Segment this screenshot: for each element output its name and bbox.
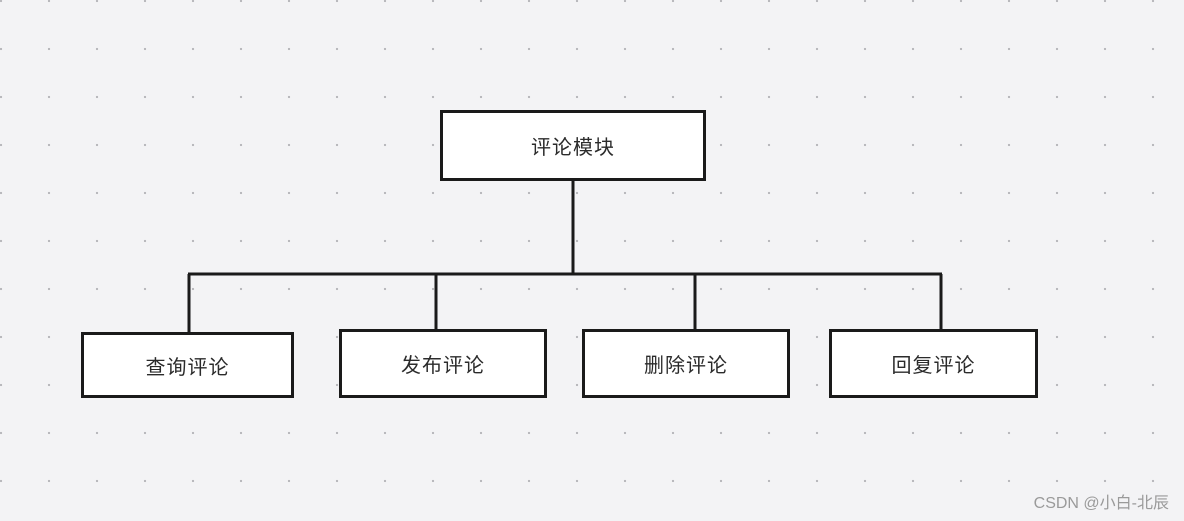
node-label: 评论模块 [531, 135, 615, 159]
node-publish-comment[interactable]: 发布评论 [339, 329, 547, 398]
node-comment-module[interactable]: 评论模块 [440, 110, 706, 181]
node-label: 删除评论 [644, 353, 728, 377]
watermark: CSDN @小白-北辰 [1033, 495, 1169, 512]
node-query-comments[interactable]: 查询评论 [81, 332, 294, 398]
node-label: 发布评论 [401, 353, 485, 377]
node-label: 回复评论 [891, 353, 976, 377]
node-label: 查询评论 [145, 354, 230, 379]
node-delete-comment[interactable]: 删除评论 [582, 329, 790, 398]
node-reply-comment[interactable]: 回复评论 [829, 329, 1038, 398]
